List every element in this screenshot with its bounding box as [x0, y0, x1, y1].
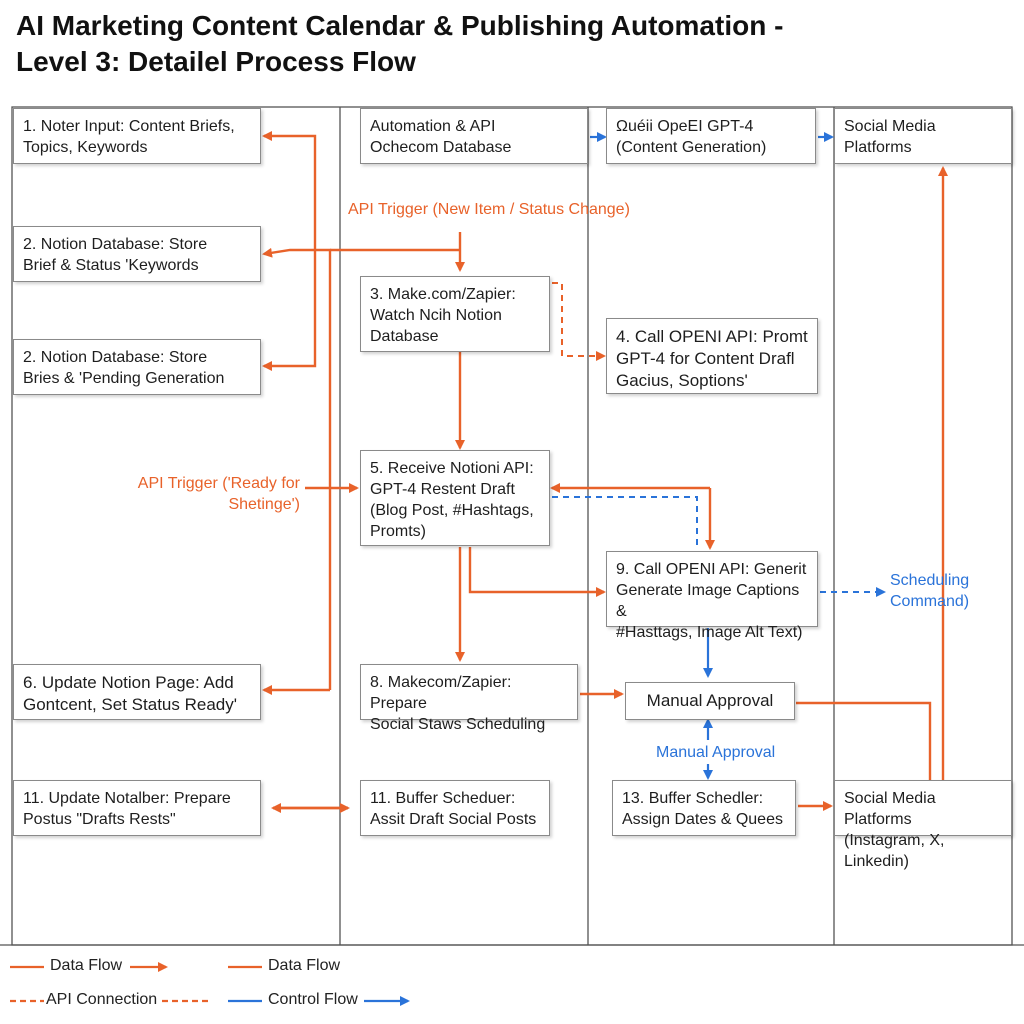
automation-api-database: Automation & API Ochecom Database: [360, 108, 588, 164]
arrow-to-status: [262, 247, 332, 690]
diagram-title-line-1: AI Marketing Content Calendar & Publishi…: [16, 10, 784, 41]
step-11-update-notalber: 11. Update Notalber: Prepare Postus "Dra…: [13, 780, 261, 836]
step-9-generate-captions: 9. Call OPENI API: Generit Generate Imag…: [606, 551, 818, 641]
social-media-platforms-top: Social Media Platforms: [834, 108, 1012, 164]
manual-approval-box: Manual Approval: [625, 682, 795, 720]
step-6-update-notion-page: 6. Update Notion Page: Add Gontcent, Set…: [13, 664, 261, 720]
step-2-notion-store-pending: 2. Notion Database: Store Bries & 'Pendi…: [13, 339, 261, 395]
legend-data-flow-1: Data Flow: [50, 957, 123, 974]
control-flow-arrows: [590, 132, 834, 780]
label-api-trigger-new-item: API Trigger (New Item / Status Change): [348, 201, 630, 218]
openai-gpt4-box: Ωuéii OpeEI GPT-4 (Content Generation): [606, 108, 816, 164]
arrow-to-pending: [262, 210, 317, 371]
label-api-trigger-ready: API Trigger ('Ready for Shetinge'): [137, 475, 300, 513]
arrow-receive-to-call: [468, 547, 606, 597]
step-8-prepare-scheduling: 8. Makecom/Zapier: Prepare Social Staws …: [360, 664, 578, 733]
legend-lines: [10, 962, 410, 1006]
step-2-notion-store-brief: 2. Notion Database: Store Brief & Status…: [13, 226, 261, 282]
arrow-receive-dashed: [552, 496, 698, 548]
label-manual-approval-control: Manual Approval: [656, 742, 776, 763]
step-11-buffer-scheduler: 11. Buffer Scheduer: Assit Draft Social …: [360, 780, 550, 836]
label-scheduling-command: Scheduling Command): [890, 572, 970, 610]
arrow-watch-to-prompt: [552, 282, 606, 361]
step-4-call-openai-prompt: 4. Call OPENI API: Promt GPT-4 for Conte…: [606, 318, 818, 394]
step-1-noter-input: 1. Noter Input: Content Briefs, Topics, …: [13, 108, 261, 164]
legend-api-connection: API Connection: [46, 991, 158, 1008]
api-connection-arrows: [552, 282, 606, 361]
step-5-receive-draft: 5. Receive Notioni API: GPT-4 Restent Dr…: [360, 450, 550, 546]
data-flow-arrows: [262, 131, 948, 813]
arrow-approval-to-social: [796, 701, 932, 782]
social-media-platforms-bottom: Social Media Platforms (Instagram, X, Li…: [834, 780, 1012, 870]
step-3-watch-notion: 3. Make.com/Zapier: Watch Ncih Notion Da…: [360, 276, 550, 352]
arrow-trigger-to-input: [262, 131, 317, 210]
legend-data-flow-2: Data Flow: [268, 957, 341, 974]
legend-control-flow: Control Flow: [268, 991, 358, 1008]
step-13-buffer-scheduler: 13. Buffer Schedler: Assign Dates & Quee…: [612, 780, 796, 836]
diagram-title-line-2: Level 3: Detailel Process Flow: [16, 46, 416, 77]
